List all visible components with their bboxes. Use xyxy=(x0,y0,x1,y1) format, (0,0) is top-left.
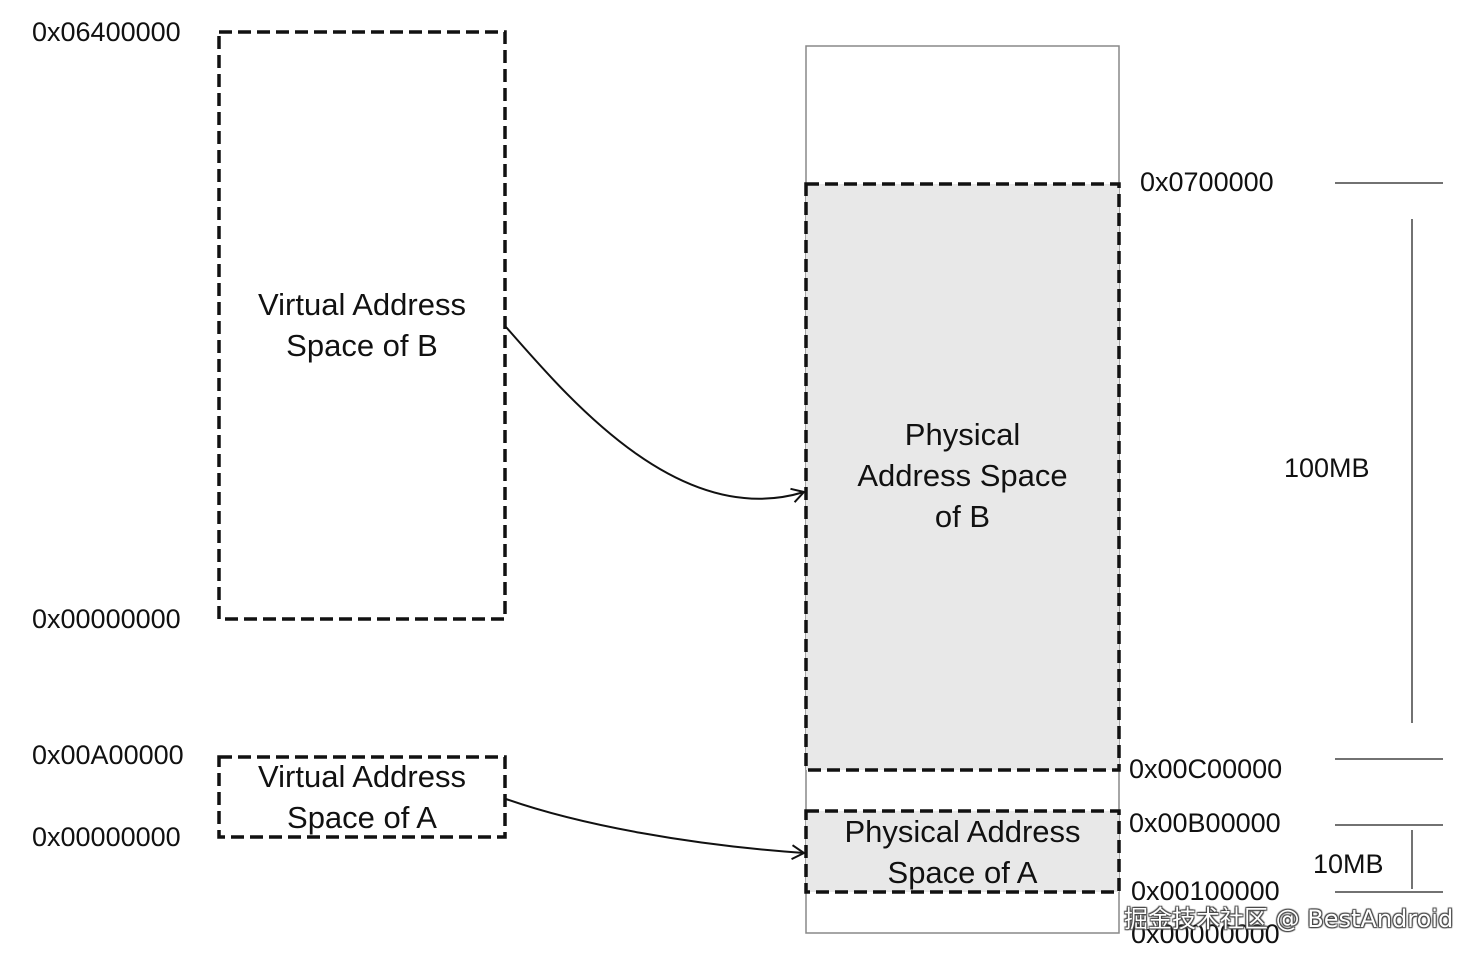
virtual-b-title-line-2: Space of B xyxy=(286,328,438,363)
virtual-a-bottom-address: 0x00000000 xyxy=(32,822,181,852)
virtual-b-title-line-1: Virtual Address xyxy=(258,287,466,322)
virtual-b-title: Virtual Address Space of B xyxy=(219,284,505,366)
physical-b-title-line-2: Address Space xyxy=(857,458,1068,493)
physical-a-title: Physical Address Space of A xyxy=(806,811,1119,893)
physical-b-top-address: 0x0700000 xyxy=(1140,167,1274,197)
mapping-arrow-b xyxy=(505,326,806,503)
virtual-a-title-line-1: Virtual Address xyxy=(258,759,466,794)
physical-b-bottom-address: 0x00C00000 xyxy=(1129,754,1283,784)
virtual-a-title-line-2: Space of A xyxy=(287,800,437,835)
physical-space-a-box xyxy=(804,809,1121,894)
physical-a-bottom-address: 0x00100000 xyxy=(1131,876,1280,906)
virtual-a-title: Virtual Address Space of A xyxy=(219,756,505,838)
physical-a-top-address: 0x00B00000 xyxy=(1129,808,1281,838)
physical-a-title-line-2: Space of A xyxy=(887,855,1038,890)
virtual-space-b-box xyxy=(217,30,507,621)
physical-b-title-line-3: of B xyxy=(934,499,991,534)
physical-b-title-line-1: Physical xyxy=(904,417,1021,452)
physical-b-title: Physical Address Space of B xyxy=(806,414,1119,537)
virtual-a-top-address: 0x00A00000 xyxy=(32,740,184,770)
memory-base-address: 0x00000000 xyxy=(1131,919,1280,949)
watermark: 掘金技术社区 @ BestAndroid xyxy=(1124,905,1454,933)
physical-a-title-line-1: Physical Address xyxy=(844,814,1081,849)
virtual-space-a-box xyxy=(217,755,507,839)
size-label-10mb: 10MB xyxy=(1313,849,1384,879)
virtual-b-bottom-address: 0x00000000 xyxy=(32,604,181,634)
virtual-b-top-address: 0x06400000 xyxy=(32,17,181,47)
mapping-arrow-a xyxy=(505,798,806,861)
physical-space-b-box xyxy=(804,182,1121,772)
size-label-100mb: 100MB xyxy=(1284,453,1370,483)
